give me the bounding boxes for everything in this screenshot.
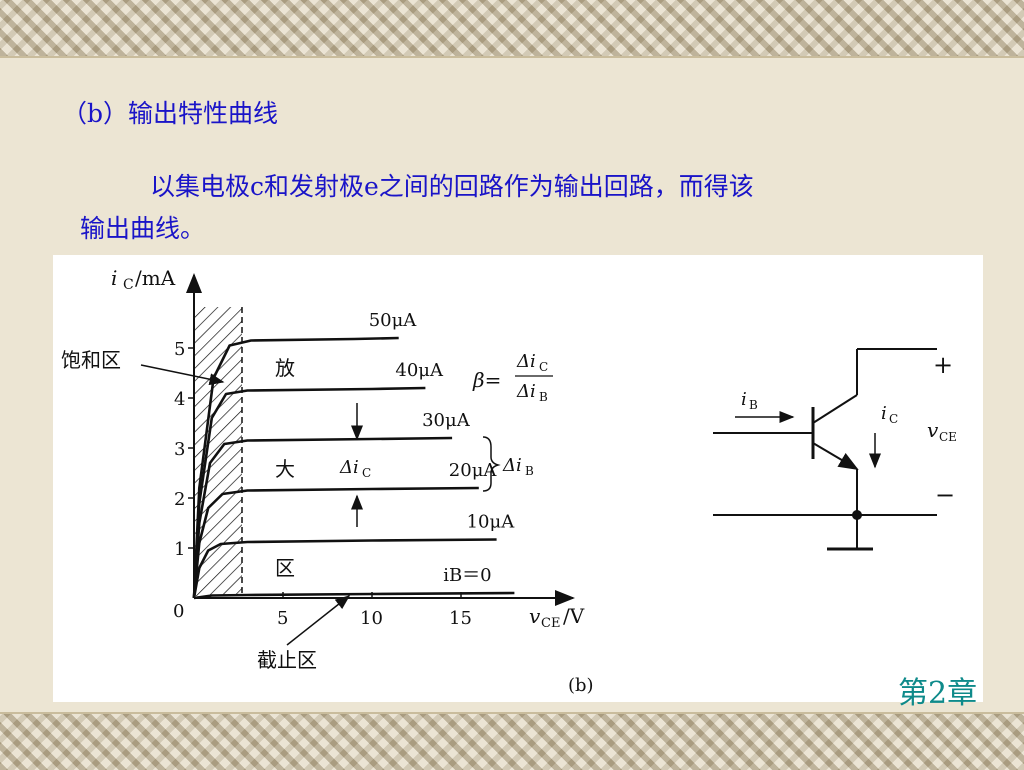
saturation-pointer [140,364,225,386]
circuit-vce-label: v [927,418,939,442]
x-axis-label-sub: CE [541,616,560,631]
series-line [192,336,399,599]
circuit-vce-sub: CE [939,430,957,444]
bottom-decorative-band [0,712,1024,770]
series-line [192,486,479,599]
beta-denominator-sub: B [539,390,548,404]
circuit-ib-label: i [741,389,747,410]
y-tick-label: 4 [174,389,185,410]
series-label: 40μA [395,360,444,381]
y-tick-label: 3 [174,439,185,460]
saturation-region-label: 饱和区 [61,348,121,372]
x-axis-label-v: v [529,604,541,628]
amp-region-label-1: 放 [275,356,295,380]
paragraph-line-2: 输出曲线。 [80,214,206,243]
delta-ib-label: Δi [502,455,522,476]
series-line [192,538,497,599]
beta-numerator: Δi [516,351,536,372]
x-tick-label: 10 [360,608,383,629]
circuit-ic-sub: C [889,412,898,426]
minus-terminal-label: − [935,481,955,509]
x-ticks: 5 10 15 [277,592,472,629]
top-decorative-band [0,0,1024,58]
beta-symbol: β= [472,368,501,392]
slide-heading: （b）输出特性曲线 [62,99,279,128]
y-axis-label-i: i [111,266,117,290]
slide-paragraph: 以集电极c和发射极e之间的回路作为输出回路，而得该 输出曲线。 [80,166,990,250]
y-ticks: 1 2 3 4 5 [174,339,194,560]
series-label: 10μA [467,512,516,533]
delta-ib-brace [482,436,501,492]
characteristic-figure: 1 2 3 4 5 5 10 15 iB＝0 10μA 20μA 30μA 40μA 50μA i C… [61,266,957,696]
transistor-circuit [713,348,937,551]
cutoff-region-label: 截止区 [257,648,317,672]
beta-denominator: Δi [516,381,536,402]
beta-numerator-sub: C [539,360,548,374]
y-axis-label-sub: C [123,277,134,293]
plus-terminal-label: + [933,351,953,379]
junction-dot [852,510,862,520]
circuit-ib-sub: B [749,398,758,412]
series-label: 30μA [422,410,471,431]
figure-caption: (b) [568,675,594,696]
y-tick-label: 1 [174,539,185,560]
paragraph-line-1: 以集电极c和发射极e之间的回路作为输出回路，而得该 [150,172,754,201]
x-axis-label-unit: /V [563,604,585,628]
cutoff-pointer [286,595,351,646]
figure-panel: 1 2 3 4 5 5 10 15 iB＝0 10μA 20μA 30μA 40μA 50μA i C… [53,255,983,702]
series-labels: iB＝0 10μA 20μA 30μA 40μA 50μA [369,310,516,586]
y-tick-label: 5 [174,339,185,360]
origin-label: 0 [173,601,184,622]
amp-region-label-3: 区 [275,556,295,580]
delta-ic-label: Δi [339,457,359,478]
series-line [193,591,515,600]
delta-ib-sub: B [525,464,534,478]
chart-series [192,336,515,600]
amp-region-label-2: 大 [275,457,295,481]
series-label: 20μA [449,460,498,481]
x-tick-label: 15 [449,608,472,629]
circuit-ic-label: i [881,403,887,424]
y-axis-label-unit: /mA [135,266,176,290]
y-tick-label: 2 [174,489,185,510]
delta-ic-sub: C [362,466,371,480]
series-label: 50μA [369,310,418,331]
chapter-label: 第2章 [898,676,978,711]
series-label: iB＝0 [443,565,491,586]
x-tick-label: 5 [277,608,288,629]
